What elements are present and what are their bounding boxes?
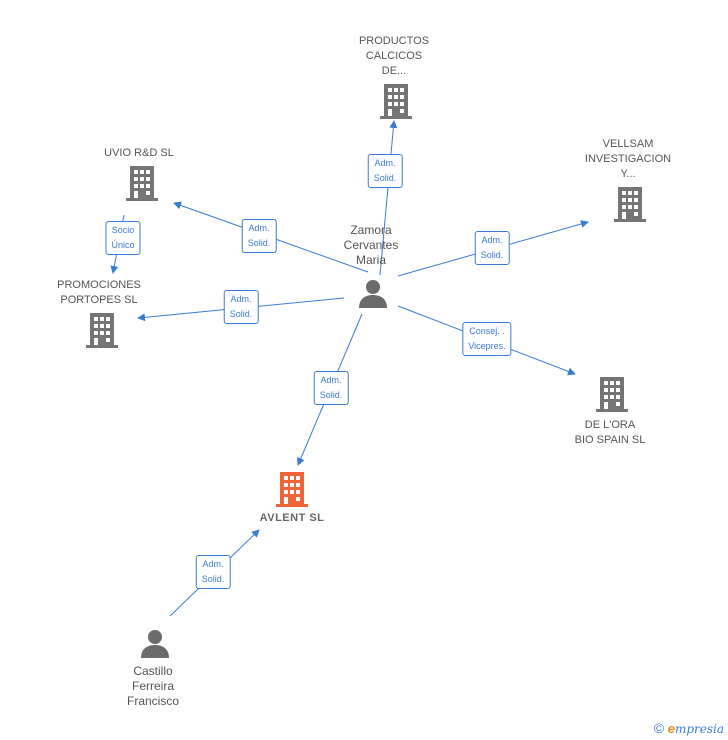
edge-label-zamora-productos: Adm. Solid. xyxy=(367,154,403,188)
brand-logo-initial: e xyxy=(667,721,675,736)
edge-label-castillo-avlent: Adm. Solid. xyxy=(195,555,231,589)
node-label-zamora[interactable]: Zamora Cervantes Maria xyxy=(343,223,399,267)
edge-label-zamora-delora: Consej. . Vicepres. xyxy=(462,322,512,356)
building-icon[interactable] xyxy=(380,84,412,120)
node-label-uvio[interactable]: UVIO R&D SL xyxy=(104,147,174,159)
node-label-castillo[interactable]: Castillo Ferreira Francisco xyxy=(126,664,180,708)
person-icon[interactable] xyxy=(139,628,171,660)
node-label-delora[interactable]: DE L'ORA BIO SPAIN SL xyxy=(574,419,646,446)
node-label-vellsam[interactable]: VELLSAM INVESTIGACION Y... xyxy=(584,138,672,180)
edge-label-zamora-promociones: Adm. Solid. xyxy=(223,290,259,324)
edge-label-zamora-vellsam: Adm. Solid. xyxy=(474,231,510,265)
edge-label-zamora-avlent: Adm. Solid. xyxy=(313,371,349,405)
edge-label-uvio-promociones: Socio Único xyxy=(105,221,141,255)
copyright-symbol: © xyxy=(653,720,665,736)
building-icon[interactable] xyxy=(86,313,118,349)
brand-logo-name: mpresia xyxy=(674,722,724,736)
building-icon[interactable] xyxy=(276,472,308,508)
node-label-productos[interactable]: PRODUCTOS CALCICOS DE... xyxy=(358,35,430,77)
edge-label-zamora-uvio: Adm. Solid. xyxy=(241,219,277,253)
building-icon[interactable] xyxy=(596,377,628,413)
building-icon[interactable] xyxy=(126,166,158,202)
edge-zamora-productos xyxy=(379,120,398,276)
building-icon[interactable] xyxy=(614,187,646,223)
person-icon[interactable] xyxy=(357,278,389,310)
node-label-promociones[interactable]: PROMOCIONES PORTOPES SL xyxy=(57,279,141,306)
footer-brand: © empresia xyxy=(654,720,724,736)
node-label-avlent[interactable]: AVLENT SL xyxy=(259,512,325,524)
